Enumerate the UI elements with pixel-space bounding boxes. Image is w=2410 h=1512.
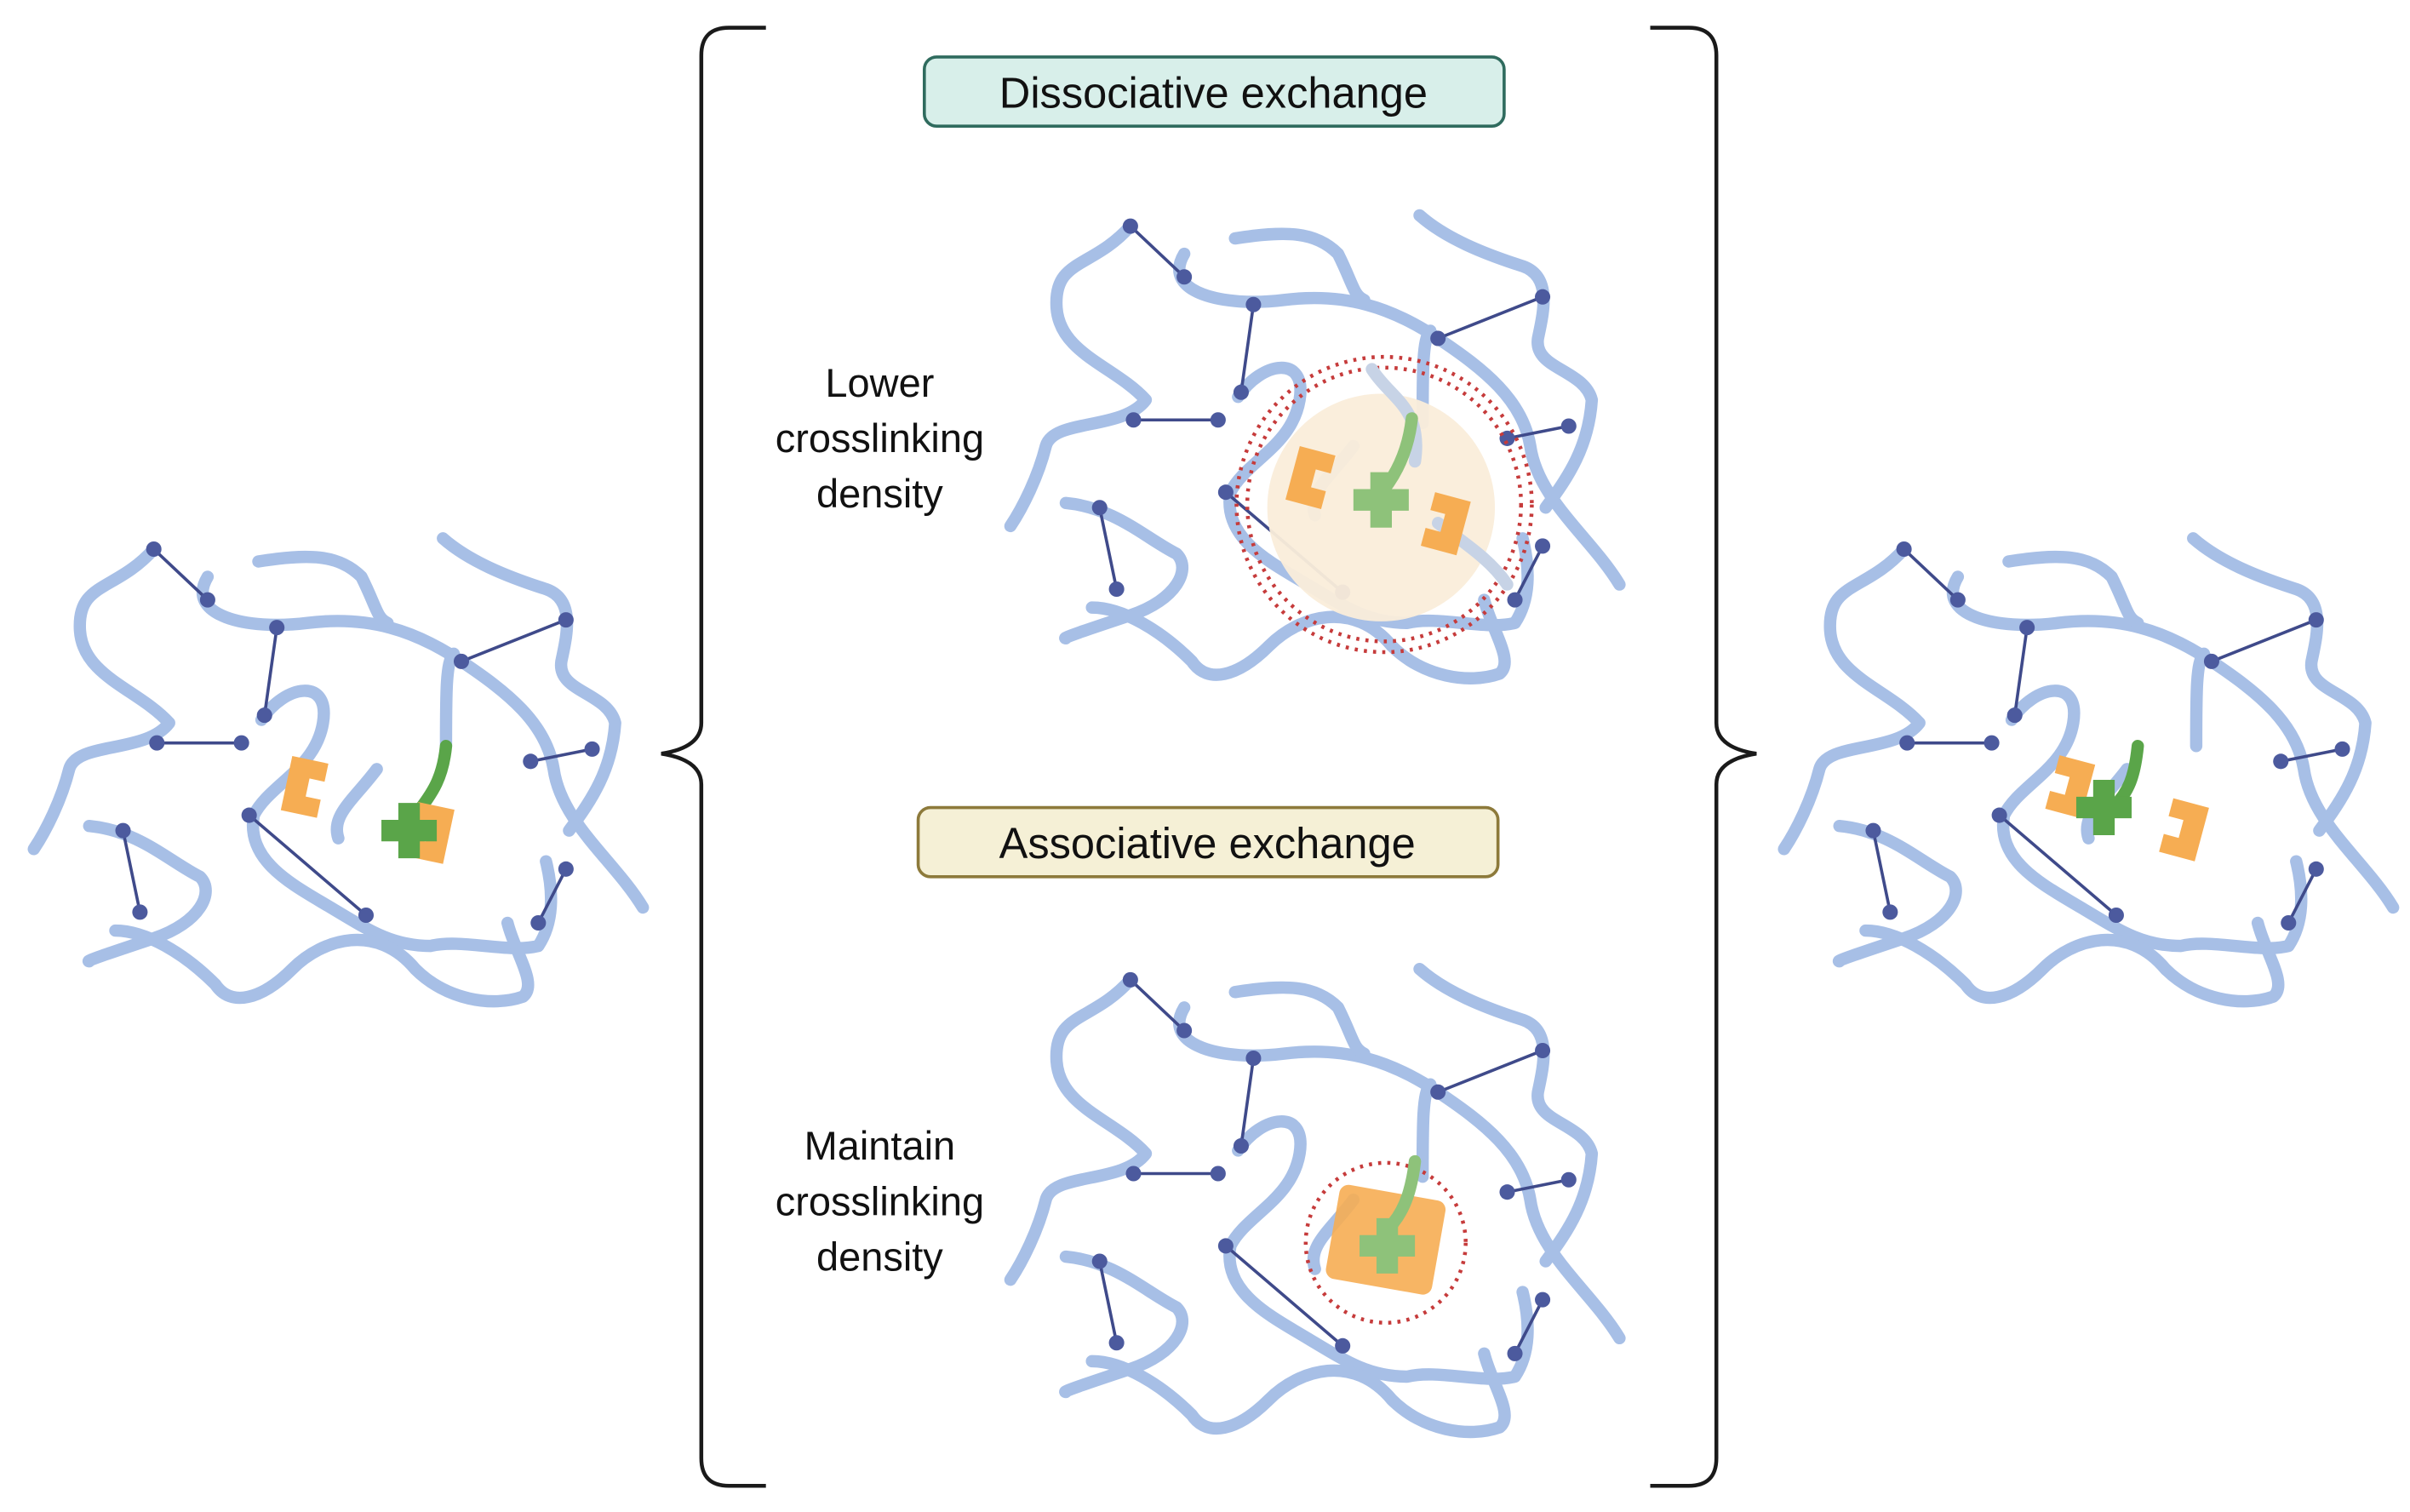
dotted-ring-outer — [1234, 354, 1534, 655]
associative-label-line2: crosslinking — [776, 1178, 984, 1223]
right-curly-bracket — [1650, 26, 1757, 1488]
associative-label-line3: density — [816, 1234, 943, 1279]
association-zone — [1303, 1154, 1468, 1326]
dissociative-header-box — [922, 55, 1506, 128]
associative-label-line1: Maintain — [804, 1123, 956, 1168]
network-left — [34, 538, 643, 1001]
network-associative — [1010, 969, 1619, 1432]
dissociation-zone — [1234, 354, 1534, 655]
network-right — [1784, 538, 2393, 1001]
dotted-ring-associative — [1303, 1160, 1468, 1326]
associative-header-box — [916, 805, 1500, 879]
dissociative-header-text: Dissociative exchange — [999, 69, 1428, 117]
dissociative-label-line1: Lower — [825, 360, 934, 405]
polymer-network-associative — [1010, 969, 1619, 1432]
dissociative-label-line3: density — [816, 471, 943, 516]
left-curly-bracket — [661, 26, 766, 1488]
orange-cap-right-b — [2159, 798, 2209, 862]
orange-cap-left-a — [280, 755, 329, 818]
associative-header-text: Associative exchange — [999, 819, 1416, 868]
polymer-network-left — [34, 538, 643, 1001]
dotted-ring-inner — [1245, 365, 1524, 644]
dissociative-label-line2: crosslinking — [776, 415, 984, 461]
